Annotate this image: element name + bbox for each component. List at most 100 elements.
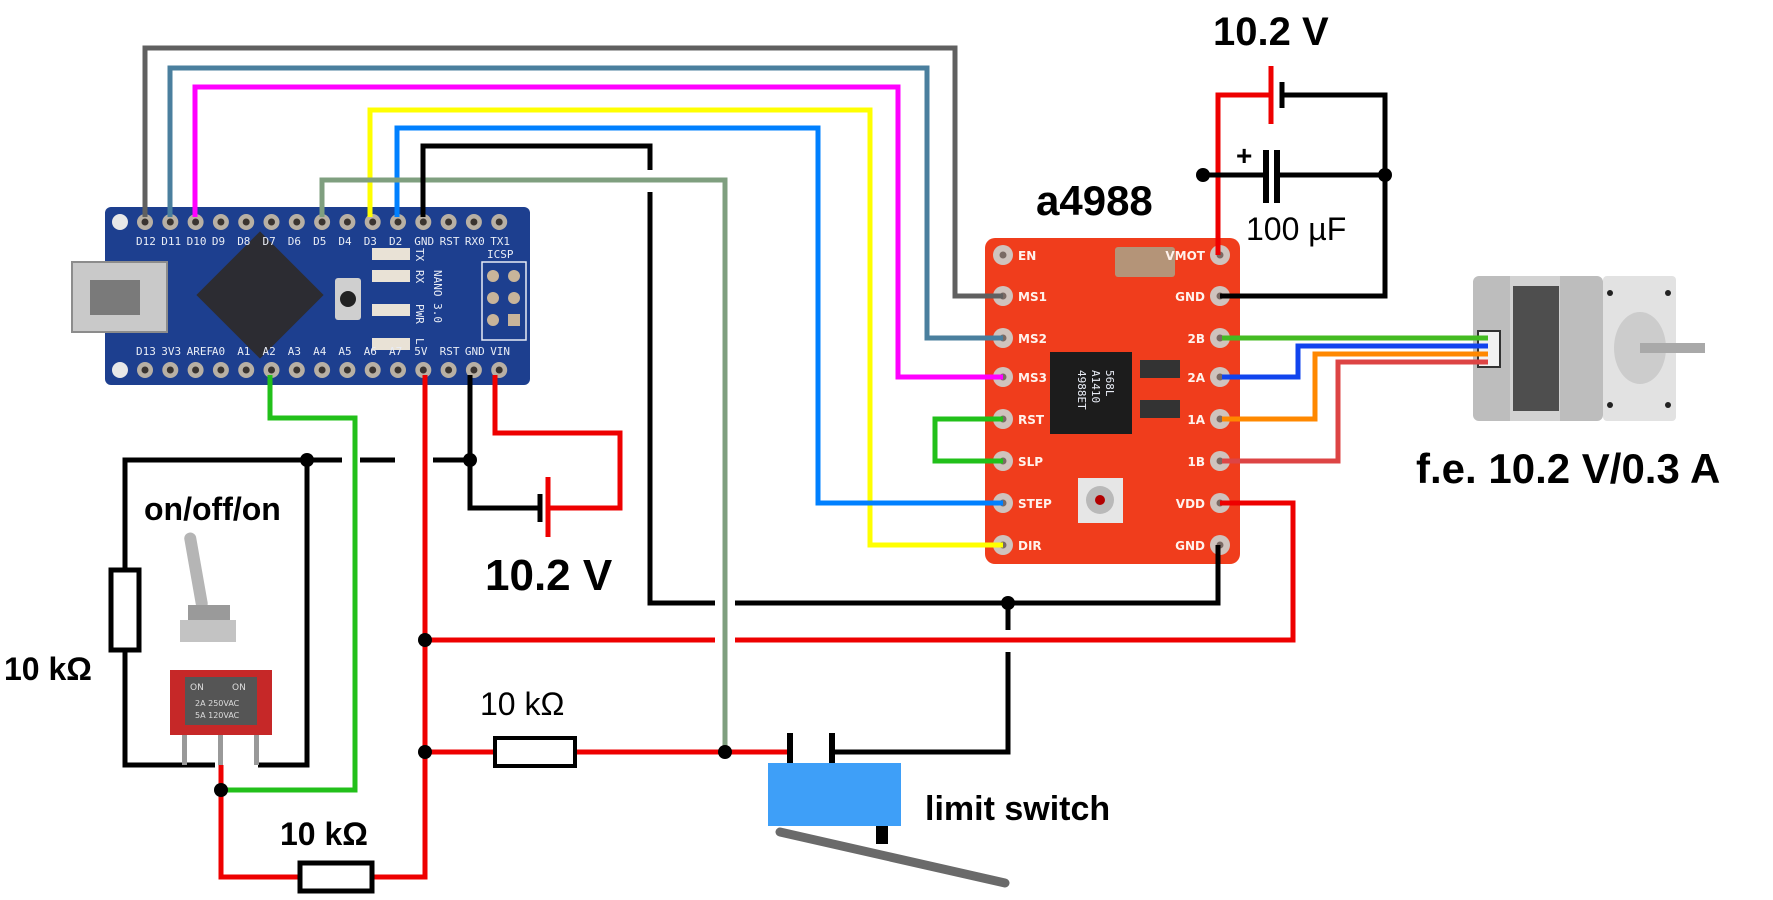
a4988-pin-label: 1A bbox=[1187, 413, 1205, 427]
a4988-pin-label: VDD bbox=[1176, 497, 1205, 511]
a4988-title: a4988 bbox=[1036, 177, 1153, 224]
wire-rst-slp-jumper bbox=[932, 416, 1003, 464]
nano-pin-label: D11 bbox=[161, 235, 181, 248]
switch-marking-2: ON bbox=[232, 683, 246, 693]
nano-pin-label: RST bbox=[440, 235, 460, 248]
nano-pin-label: RST bbox=[440, 345, 460, 358]
wire-5v-rail bbox=[335, 375, 428, 880]
switch-marking-4: 5A 120VAC bbox=[195, 711, 240, 720]
nano-pin-label: GND bbox=[414, 235, 434, 248]
wire-a2-switch bbox=[221, 375, 358, 793]
nano-pin-label: RX0 bbox=[465, 235, 485, 248]
switch-marking-3: 2A 250VAC bbox=[195, 699, 240, 708]
nano-pin-label: D9 bbox=[212, 235, 225, 248]
resistor-left-label: 10 kΩ bbox=[4, 651, 92, 687]
chip-text-line1: 4988ET bbox=[1075, 370, 1088, 410]
a4988-pin-label: GND bbox=[1175, 539, 1205, 553]
wire-d3-dir bbox=[367, 107, 1003, 548]
nano-pin-label: A5 bbox=[338, 345, 351, 358]
resistor-limit-label: 10 kΩ bbox=[480, 686, 564, 722]
nano-pin-label: AREF bbox=[187, 345, 214, 358]
chip-text-line2: A1410 bbox=[1089, 370, 1102, 403]
nano-pin-label: D4 bbox=[338, 235, 352, 248]
wire-vmot-supply bbox=[1215, 92, 1270, 255]
toggle-switch: ON ON 2A 250VAC 5A 120VAC bbox=[170, 532, 272, 765]
arduino-battery-symbol bbox=[537, 477, 551, 537]
nano-pin-label: A6 bbox=[364, 345, 377, 358]
motor-battery-symbol bbox=[1268, 66, 1285, 124]
a4988-pin-label: GND bbox=[1175, 290, 1205, 304]
motor-spec-label: f.e. 10.2 V/0.3 A bbox=[1416, 445, 1720, 492]
switch-marking-1: ON bbox=[190, 683, 204, 693]
a4988-pin-label: STEP bbox=[1018, 497, 1052, 511]
wire-2a-motor bbox=[1222, 343, 1488, 380]
nano-pin-label: 5V bbox=[414, 345, 428, 358]
nano-pin-label: D13 bbox=[136, 345, 156, 358]
a4988-pin-label: 1B bbox=[1188, 455, 1206, 469]
icsp-label: ICSP bbox=[487, 248, 514, 261]
wire-arduino-gnd-bottom bbox=[467, 375, 540, 511]
capacitor-label: 100 µF bbox=[1246, 211, 1346, 247]
capacitor-polarity-label: + bbox=[1236, 140, 1252, 171]
nano-pin-label: D3 bbox=[364, 235, 377, 248]
nano-pin-label: D8 bbox=[237, 235, 250, 248]
arduino-supply-label: 10.2 V bbox=[485, 551, 613, 600]
nano-board-label: NANO 3.0 bbox=[431, 270, 444, 323]
nano-pin-label: D6 bbox=[288, 235, 301, 248]
wire-d5-limit bbox=[319, 177, 728, 752]
a4988-pin-label: MS3 bbox=[1018, 371, 1047, 385]
atmega-chip bbox=[196, 231, 324, 359]
wire-d12-ms1 bbox=[142, 45, 1003, 299]
nano-pin-label: A2 bbox=[263, 345, 276, 358]
nano-pin-label: VIN bbox=[490, 345, 510, 358]
toggle-switch-label: on/off/on bbox=[144, 491, 281, 527]
led-label: PWR bbox=[413, 304, 426, 324]
resistor-left bbox=[108, 567, 142, 653]
capacitor-symbol bbox=[1263, 150, 1280, 203]
nano-pin-label: A7 bbox=[389, 345, 402, 358]
wire-1a-motor bbox=[1222, 351, 1488, 422]
nano-pin-label: D7 bbox=[263, 235, 276, 248]
limit-switch bbox=[768, 733, 1010, 888]
junction-dots bbox=[214, 168, 1392, 797]
wire-d2-step bbox=[394, 125, 1003, 506]
resistor-limit bbox=[493, 736, 577, 768]
wire-gnd-bus bbox=[420, 143, 653, 217]
a4988-pin-label: RST bbox=[1018, 413, 1045, 427]
a4988-pin-label: 2A bbox=[1187, 371, 1205, 385]
led-label: RX bbox=[413, 270, 426, 284]
wire-vin-battery bbox=[492, 375, 623, 511]
motor-supply-label: 10.2 V bbox=[1213, 10, 1329, 54]
a4988-chip bbox=[1050, 352, 1132, 434]
nano-pin-label: D10 bbox=[187, 235, 207, 248]
a4988-pin-label: MS1 bbox=[1018, 290, 1047, 304]
led-label: TX bbox=[413, 248, 426, 262]
motor-shaft bbox=[1640, 343, 1705, 353]
a4988-pin-label: EN bbox=[1018, 249, 1036, 263]
nano-pin-label: D12 bbox=[136, 235, 156, 248]
led-label: L bbox=[413, 338, 426, 345]
wire-1b-motor bbox=[1222, 359, 1488, 464]
nano-pin-label: A1 bbox=[237, 345, 250, 358]
a4988-pin-label: VMOT bbox=[1165, 249, 1205, 263]
nano-pin-label: A0 bbox=[212, 345, 225, 358]
nano-pin-label: D5 bbox=[313, 235, 326, 248]
stepper-motor bbox=[1473, 276, 1705, 421]
wire-d10-ms3 bbox=[192, 84, 1003, 380]
a4988-pin-label: DIR bbox=[1018, 539, 1042, 553]
nano-pin-label: A3 bbox=[288, 345, 301, 358]
nano-pin-label: TX1 bbox=[490, 235, 510, 248]
nano-pin-label: D2 bbox=[389, 235, 402, 248]
chip-text-line3: 568L bbox=[1103, 370, 1116, 397]
a4988-pin-label: SLP bbox=[1018, 455, 1043, 469]
a4988-pin-label: 2B bbox=[1188, 332, 1206, 346]
nano-pin-label: 3V3 bbox=[161, 345, 181, 358]
a4988-pin-label: MS2 bbox=[1018, 332, 1047, 346]
nano-pin-label: A4 bbox=[313, 345, 327, 358]
wire-d11-ms2 bbox=[167, 65, 1003, 341]
resistor-bottom-label: 10 kΩ bbox=[280, 816, 368, 852]
resistor-bottom bbox=[297, 860, 375, 894]
